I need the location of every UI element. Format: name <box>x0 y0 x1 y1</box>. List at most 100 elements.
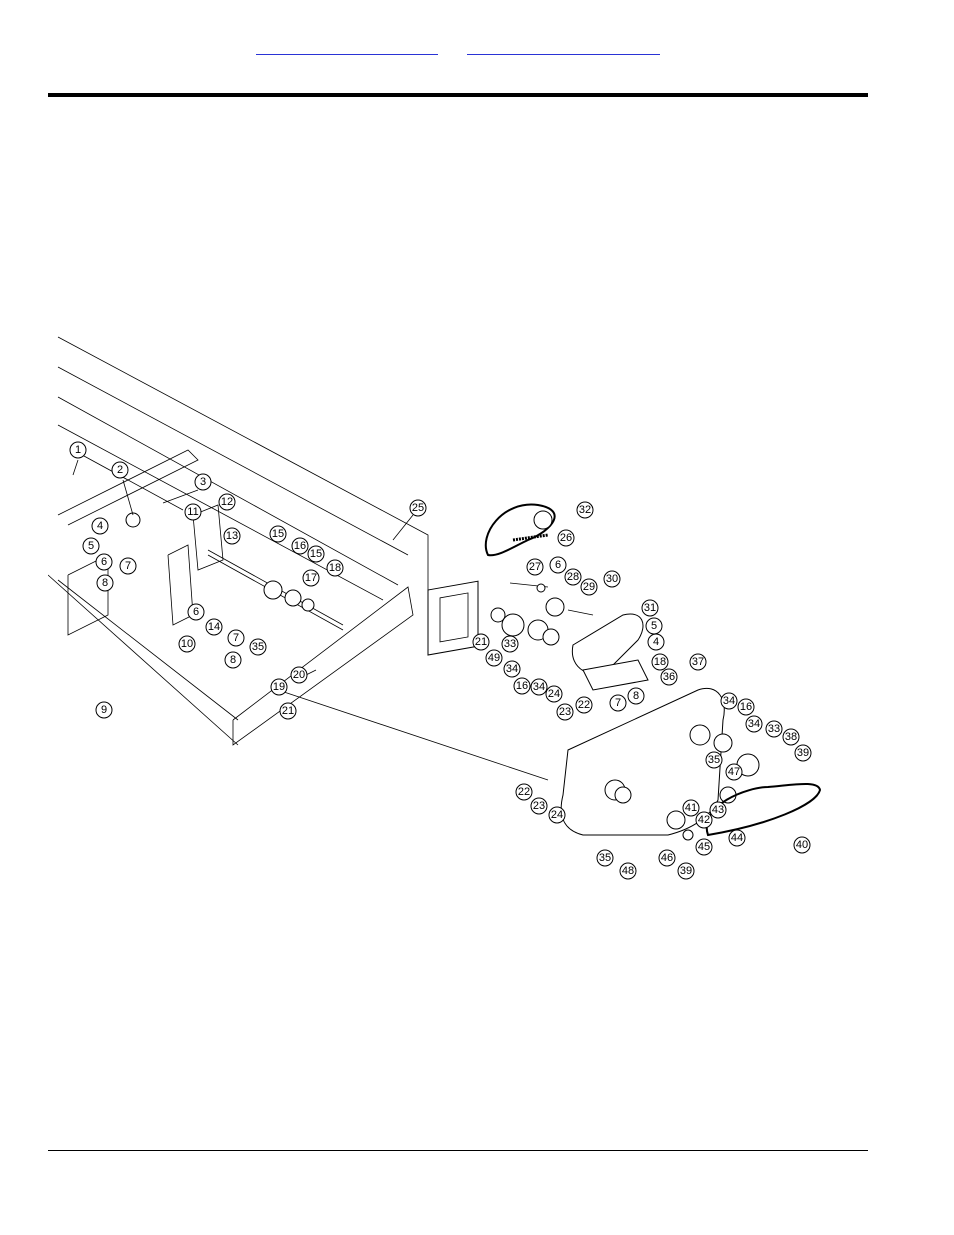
callout-8: 8 <box>96 574 114 592</box>
callout-18: 18 <box>651 653 669 671</box>
callout-27: 27 <box>526 558 544 576</box>
header-link-1[interactable] <box>256 40 438 55</box>
callout-7: 7 <box>609 694 627 712</box>
callout-39: 39 <box>794 744 812 762</box>
svg-text:43: 43 <box>712 804 724 816</box>
svg-text:35: 35 <box>252 641 264 653</box>
callout-6: 6 <box>187 603 205 621</box>
svg-text:34: 34 <box>748 718 760 730</box>
callout-15: 15 <box>307 545 325 563</box>
svg-text:6: 6 <box>101 556 107 568</box>
callout-15: 15 <box>269 525 287 543</box>
svg-text:34: 34 <box>723 695 735 707</box>
svg-text:6: 6 <box>555 559 561 571</box>
svg-text:16: 16 <box>516 680 528 692</box>
callout-34: 34 <box>530 678 548 696</box>
callout-31: 31 <box>641 599 659 617</box>
svg-text:35: 35 <box>708 754 720 766</box>
svg-text:34: 34 <box>533 681 545 693</box>
callout-6: 6 <box>549 556 567 574</box>
frame-tube <box>48 336 479 746</box>
svg-text:6: 6 <box>193 606 199 618</box>
svg-text:33: 33 <box>768 723 780 735</box>
callout-35: 35 <box>249 638 267 656</box>
svg-text:24: 24 <box>548 688 560 700</box>
callout-4: 4 <box>647 633 665 651</box>
callout-1: 1 <box>69 441 87 459</box>
svg-text:10: 10 <box>181 638 193 650</box>
svg-text:4: 4 <box>653 636 659 648</box>
svg-text:15: 15 <box>272 528 284 540</box>
svg-text:41: 41 <box>685 802 697 814</box>
svg-text:31: 31 <box>644 602 656 614</box>
svg-text:39: 39 <box>797 747 809 759</box>
svg-text:21: 21 <box>282 705 294 717</box>
svg-text:2: 2 <box>117 464 123 476</box>
svg-text:18: 18 <box>654 656 666 668</box>
svg-text:26: 26 <box>560 532 572 544</box>
callout-46: 46 <box>658 849 676 867</box>
callout-38: 38 <box>782 728 800 746</box>
callout-8: 8 <box>224 651 242 669</box>
header-rule <box>48 93 868 97</box>
svg-text:34: 34 <box>506 663 518 675</box>
svg-text:5: 5 <box>651 620 657 632</box>
svg-text:38: 38 <box>785 731 797 743</box>
frame-internals <box>57 449 344 636</box>
callout-9: 9 <box>95 701 113 719</box>
svg-text:40: 40 <box>796 839 808 851</box>
svg-text:7: 7 <box>615 697 621 709</box>
svg-text:32: 32 <box>579 504 591 516</box>
callout-14: 14 <box>205 618 223 636</box>
callout-35: 35 <box>705 751 723 769</box>
svg-text:21: 21 <box>475 636 487 648</box>
callout-6: 6 <box>95 553 113 571</box>
svg-text:22: 22 <box>518 786 530 798</box>
callout-39: 39 <box>677 862 695 880</box>
svg-text:13: 13 <box>226 530 238 542</box>
callout-33: 33 <box>501 635 519 653</box>
callout-44: 44 <box>728 829 746 847</box>
svg-text:33: 33 <box>504 638 516 650</box>
svg-text:7: 7 <box>125 560 131 572</box>
callout-36: 36 <box>660 668 678 686</box>
callout-24: 24 <box>545 685 563 703</box>
svg-text:29: 29 <box>583 581 595 593</box>
svg-text:30: 30 <box>606 573 618 585</box>
svg-text:3: 3 <box>200 476 206 488</box>
callout-26: 26 <box>557 529 575 547</box>
callout-19: 19 <box>270 678 288 696</box>
svg-text:36: 36 <box>663 671 675 683</box>
svg-text:25: 25 <box>412 502 424 514</box>
callout-10: 10 <box>178 635 196 653</box>
callout-5: 5 <box>645 617 663 635</box>
callout-22: 22 <box>515 783 533 801</box>
svg-text:9: 9 <box>101 704 107 716</box>
svg-text:17: 17 <box>305 572 317 584</box>
exploded-view-drawing: 1 2 3 4 5 6 7 8 9 10 11 12 13 6 14 15 16… <box>48 336 822 880</box>
svg-text:19: 19 <box>273 681 285 693</box>
callout-32: 32 <box>576 501 594 519</box>
callout-7: 7 <box>119 557 137 575</box>
callout-40: 40 <box>793 836 811 854</box>
callout-35: 35 <box>596 849 614 867</box>
header-link-2[interactable] <box>467 40 660 55</box>
callout-34: 34 <box>745 715 763 733</box>
callout-34: 34 <box>720 692 738 710</box>
callout-3: 3 <box>194 473 212 491</box>
callout-8: 8 <box>627 687 645 705</box>
callout-45: 45 <box>695 838 713 856</box>
callout-23: 23 <box>530 797 548 815</box>
callout-49: 49 <box>485 649 503 667</box>
svg-text:49: 49 <box>488 652 500 664</box>
callout-21: 21 <box>279 702 297 720</box>
header-links <box>0 40 954 60</box>
svg-text:39: 39 <box>680 865 692 877</box>
upper-bracket-assembly <box>490 582 649 691</box>
callout-11: 11 <box>184 503 202 521</box>
callout-48: 48 <box>619 862 637 880</box>
svg-text:27: 27 <box>529 561 541 573</box>
callout-37: 37 <box>689 653 707 671</box>
svg-text:18: 18 <box>329 562 341 574</box>
svg-text:24: 24 <box>551 809 563 821</box>
